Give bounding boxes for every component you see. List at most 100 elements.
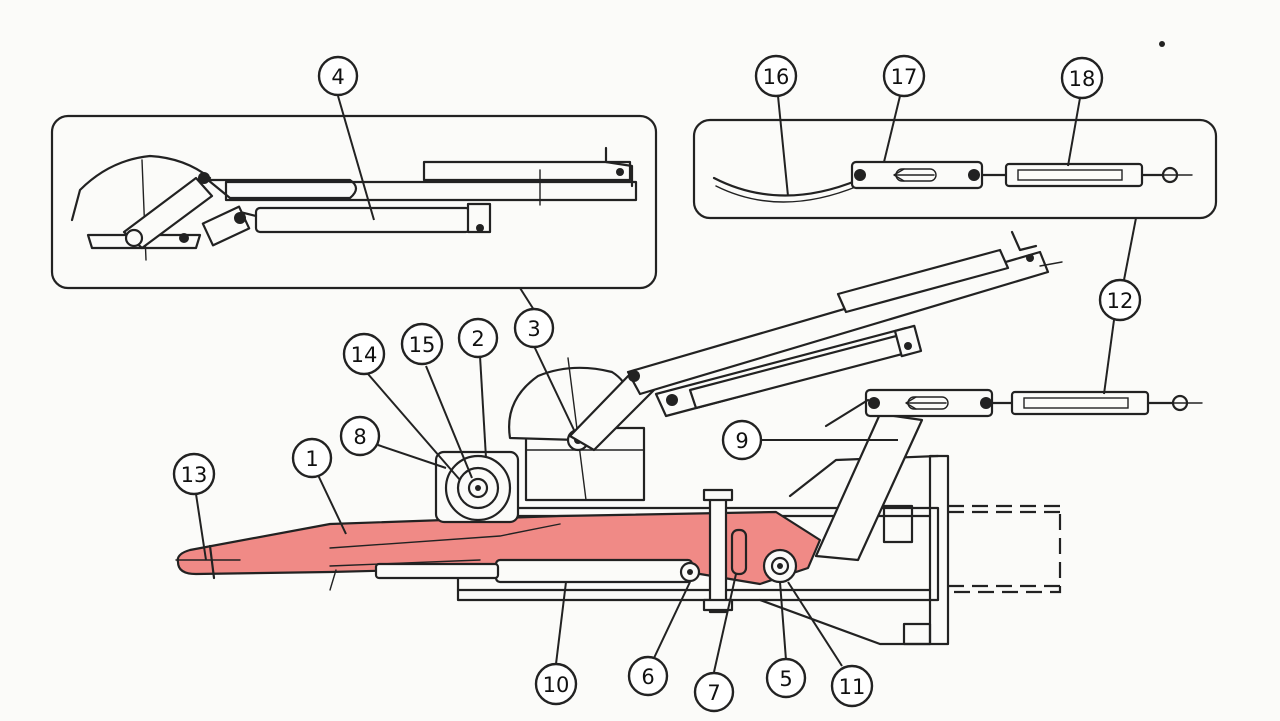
raised-joint-a	[628, 370, 640, 382]
winch-drum-mid	[456, 466, 500, 510]
callout-12: 12	[1098, 278, 1142, 322]
pivot-bearing-pin	[777, 563, 783, 569]
callout-16: 16	[754, 54, 798, 98]
detail-joint-a	[198, 172, 210, 184]
clamp-slot	[730, 528, 748, 576]
leader-13	[195, 493, 207, 561]
callout-18-label: 18	[1069, 67, 1096, 91]
callout-16-label: 16	[763, 65, 790, 89]
callout-7-label: 7	[707, 681, 720, 705]
detail-link-pivot	[124, 228, 144, 248]
clamp-bolt	[708, 492, 728, 614]
detail-link-pin-right	[968, 169, 980, 181]
callout-17: 17	[882, 54, 926, 98]
detail-top-plate	[422, 160, 632, 182]
detail-joint-d	[476, 224, 484, 232]
callout-4-label: 4	[331, 65, 344, 89]
callout-6-label: 6	[641, 665, 654, 689]
callout-1: 1	[291, 437, 333, 479]
callout-3-label: 3	[527, 317, 540, 341]
callout-10-label: 10	[543, 673, 570, 697]
main-assembly	[175, 230, 1203, 646]
callout-12-circle	[1098, 278, 1142, 322]
callout-13-circle	[172, 452, 216, 496]
callout-7: 7	[693, 671, 735, 713]
clamp-bolt-head	[702, 488, 734, 502]
leader-2	[479, 355, 487, 459]
leader-14	[367, 373, 461, 481]
detail-hydraulic-cylinder	[254, 206, 472, 234]
leader-12-detail	[1123, 217, 1137, 281]
detail-upper-rail	[224, 180, 638, 202]
callout-2-circle	[457, 317, 499, 359]
leader-6	[653, 581, 691, 659]
tensioner-cable-stub	[824, 398, 870, 428]
leader-12	[1103, 319, 1115, 395]
raised-centerline	[1039, 261, 1063, 267]
raised-support-arm	[814, 412, 924, 562]
leader-18	[1067, 97, 1081, 167]
callout-8-circle	[339, 415, 381, 457]
callout-8: 8	[339, 415, 381, 457]
scan-speck	[1159, 41, 1165, 47]
callout-10-circle	[534, 662, 578, 706]
raised-joint-d	[1026, 254, 1034, 262]
callout-15: 15	[400, 322, 444, 366]
leader-4	[337, 95, 375, 221]
callout-6-circle	[627, 655, 669, 697]
callout-17-circle	[882, 54, 926, 98]
detail-frame-right	[692, 118, 1218, 220]
boom-section-mark	[329, 569, 337, 591]
callout-3: 3	[513, 307, 555, 349]
detail-disc-guard	[86, 233, 202, 250]
callout-1-circle	[291, 437, 333, 479]
detail-boom-folded	[50, 114, 658, 290]
callout-2: 2	[457, 317, 499, 359]
callout-14: 14	[342, 332, 386, 376]
callout-15-label: 15	[409, 333, 436, 357]
callout-14-circle	[342, 332, 386, 376]
callout-14-label: 14	[351, 343, 378, 367]
callout-12-label: 12	[1107, 289, 1134, 313]
boom-inner-edge	[329, 523, 561, 549]
leader-7	[713, 573, 737, 673]
leader-11	[787, 581, 843, 667]
callout-8-label: 8	[353, 425, 366, 449]
callout-18: 18	[1060, 56, 1104, 100]
detail-boom-tube	[206, 178, 358, 200]
detail-end-bracket	[604, 146, 634, 188]
hydraulic-cylinder	[494, 558, 694, 584]
callout-15-circle	[400, 322, 444, 366]
callout-4-circle	[317, 55, 359, 97]
callout-11-circle	[830, 664, 874, 708]
callout-18-circle	[1060, 56, 1104, 100]
callout-13: 13	[172, 452, 216, 496]
leader-3	[533, 345, 575, 431]
cylinder-pivot-pin	[687, 569, 693, 575]
detail-turnbuckle-slot	[1017, 169, 1123, 181]
detail-joint-c	[179, 233, 189, 243]
raised-joint-b	[666, 394, 678, 406]
leader-17	[883, 95, 901, 163]
leader-10	[555, 581, 567, 665]
raised-top-plate	[836, 248, 1010, 314]
leader-3-detail	[519, 287, 535, 311]
leader-8	[377, 444, 447, 469]
clamp-bolt-nut	[702, 598, 734, 612]
callout-9-label: 9	[735, 429, 748, 453]
frame-block	[882, 504, 914, 544]
callout-9-circle	[721, 419, 763, 461]
dashed-extension	[948, 504, 1062, 594]
detail-link-slot	[895, 168, 937, 182]
tensioner-turnbuckle-slot	[1023, 397, 1129, 409]
callout-5-circle	[765, 657, 807, 699]
winch-drum-core	[467, 477, 489, 499]
winch-drum-axle	[475, 485, 481, 491]
pivot-bearing-inner	[770, 556, 790, 576]
tensioner-link-slot	[907, 396, 949, 410]
callout-5: 5	[765, 657, 807, 699]
leader-lines	[195, 95, 1137, 673]
callout-2-label: 2	[471, 327, 484, 351]
callout-5-label: 5	[779, 667, 792, 691]
